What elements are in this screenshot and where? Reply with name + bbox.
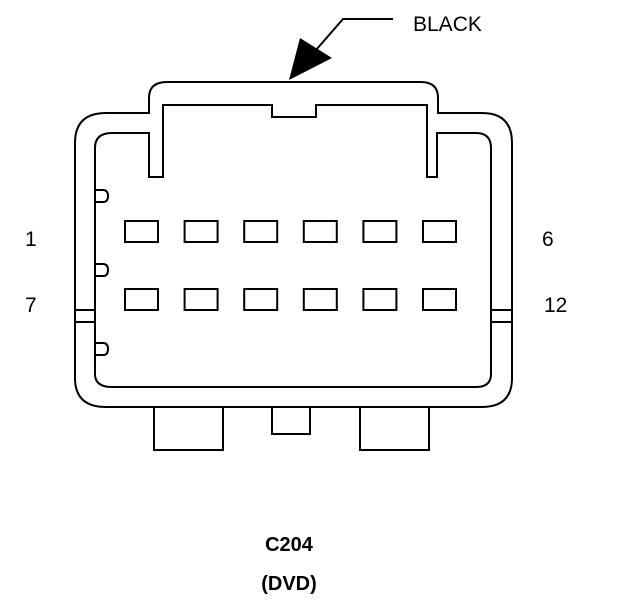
connector-subtitle: (DVD) (261, 573, 317, 595)
bottom-tab-right (359, 407, 430, 451)
pin-cavity-6 (422, 220, 457, 243)
pin-label-12: 12 (544, 294, 567, 317)
pin-cavity-11 (362, 288, 398, 311)
color-label: BLACK (413, 13, 482, 36)
pin-label-6: 6 (542, 228, 554, 251)
pin-cavity-9 (243, 288, 279, 311)
latch-notch-1 (95, 189, 110, 203)
pin-cavity-8 (183, 288, 219, 311)
pin-cavity-12 (422, 288, 457, 311)
pin-cavity-2 (183, 220, 219, 243)
pin-cavities (124, 220, 457, 311)
pin-label-7: 7 (25, 294, 37, 317)
pin-cavity-4 (302, 220, 338, 243)
connector-body (74, 81, 513, 451)
bottom-tab-left (153, 407, 224, 451)
pin-label-1: 1 (25, 228, 37, 251)
connector-outer-shell (74, 81, 513, 408)
bottom-tab-center (271, 407, 311, 435)
pin-cavity-7 (124, 288, 159, 311)
pin-cavity-3 (243, 220, 279, 243)
pin-cavity-5 (362, 220, 398, 243)
callout-arrowhead (289, 38, 332, 80)
callout-leader-line (315, 18, 393, 51)
latch-notch-2 (95, 263, 110, 277)
pin-cavity-1 (124, 220, 159, 243)
pin-cavity-10 (302, 288, 338, 311)
connector-id: C204 (265, 534, 314, 556)
latch-notch-3 (95, 342, 110, 356)
connector-inner-cavity (94, 104, 492, 388)
color-callout: BLACK (289, 13, 482, 80)
